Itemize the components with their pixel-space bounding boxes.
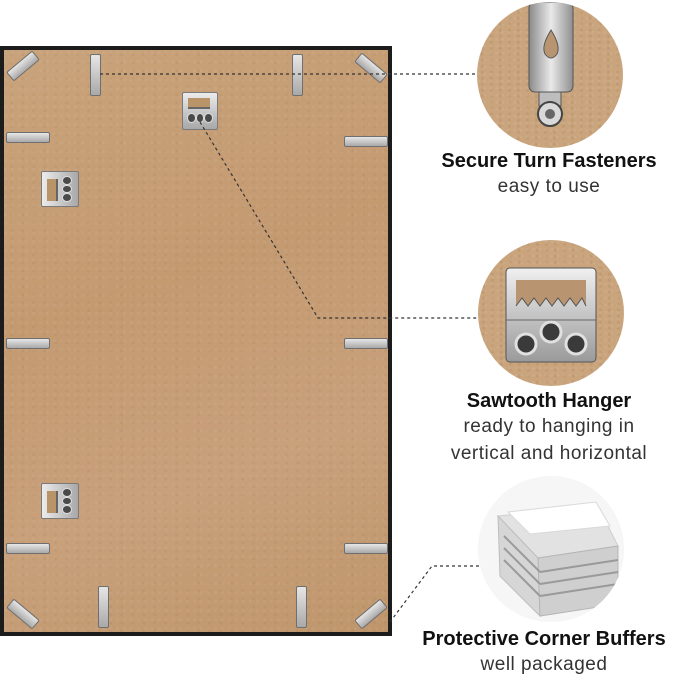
turn-fastener	[90, 54, 101, 96]
feature-subtitle: ready to hanging in	[463, 416, 635, 437]
corner-clip	[6, 598, 40, 630]
fastener-closeup	[477, 2, 623, 148]
turn-fastener-icon	[528, 2, 574, 127]
turn-fastener	[296, 586, 307, 628]
turn-fastener	[6, 338, 50, 349]
turn-fastener	[344, 338, 388, 349]
feature-subtitle: easy to use	[497, 176, 601, 197]
sawtooth-hanger-icon	[505, 267, 597, 363]
feature-subtitle: well packaged	[480, 654, 608, 675]
picture-frame-back	[0, 46, 392, 636]
feature-subtitle: vertical and horizontal	[450, 443, 648, 464]
turn-fastener	[344, 136, 388, 147]
corner-clip	[354, 598, 388, 630]
corner-buffer-closeup	[478, 476, 624, 622]
sawtooth-hanger	[41, 171, 79, 207]
turn-fastener	[344, 543, 388, 554]
turn-fastener	[6, 132, 50, 143]
turn-fastener	[98, 586, 109, 628]
feature-caption-fasteners: Secure Turn Fasteners easy to use	[409, 150, 679, 200]
corner-buffer-icon	[478, 476, 624, 622]
sawtooth-hanger	[182, 92, 218, 130]
feature-caption-buffers: Protective Corner Buffers well packaged	[399, 628, 679, 678]
feature-title: Sawtooth Hanger	[466, 390, 632, 412]
feature-title: Protective Corner Buffers	[422, 628, 666, 650]
corner-clip	[6, 50, 40, 82]
backing-board	[4, 50, 388, 632]
turn-fastener	[292, 54, 303, 96]
sawtooth-hanger	[41, 483, 79, 519]
feature-caption-hanger: Sawtooth Hanger ready to hanging in vert…	[409, 390, 679, 467]
hanger-closeup	[478, 240, 624, 386]
feature-title: Secure Turn Fasteners	[441, 150, 657, 172]
turn-fastener	[6, 543, 50, 554]
corner-clip	[354, 52, 388, 84]
